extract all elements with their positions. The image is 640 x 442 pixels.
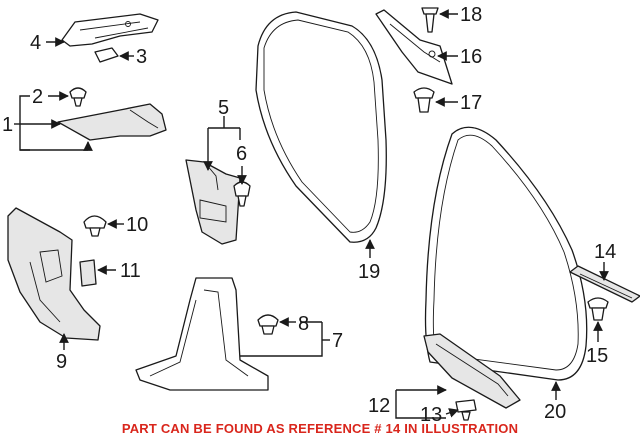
- callout-8: 8: [298, 313, 309, 335]
- part-3-clip: [94, 47, 119, 63]
- part-15-clip: [587, 297, 609, 321]
- callout-1: 1: [2, 114, 13, 136]
- callout-6: 6: [236, 143, 247, 165]
- part-16-bracket: [375, 9, 453, 85]
- part-1-pillar-trim: [57, 103, 167, 141]
- callout-20: 20: [544, 401, 566, 423]
- callout-18: 18: [460, 4, 482, 26]
- part-7-pillar-trim: [135, 277, 269, 391]
- callout-5: 5: [218, 97, 229, 119]
- callout-13: 13: [420, 404, 442, 426]
- reference-note: PART CAN BE FOUND AS REFERENCE # 14 IN I…: [121, 421, 519, 436]
- part-5-pillar-cover: [185, 159, 241, 245]
- part-14-trim-strip: [569, 265, 640, 303]
- callout-14: 14: [594, 241, 616, 263]
- callout-2: 2: [32, 86, 43, 108]
- leader-lines: [14, 9, 609, 419]
- callout-10: 10: [126, 214, 148, 236]
- callout-15: 15: [586, 345, 608, 367]
- part-9-kick-panel: [7, 207, 101, 341]
- callout-4: 4: [30, 32, 41, 54]
- callout-19: 19: [358, 261, 380, 283]
- part-4-trim-bracket: [61, 13, 159, 47]
- callout-7: 7: [332, 330, 343, 352]
- callout-16: 16: [460, 46, 482, 68]
- part-12-sill-plate: [423, 333, 521, 409]
- callout-12: 12: [368, 395, 390, 417]
- callout-11: 11: [120, 260, 141, 282]
- part-19-door-seal: [255, 11, 387, 243]
- callout-3: 3: [136, 46, 147, 68]
- callout-labels: 1 2 3 4 5 6 7 8 9 10 11 12 13 14 15 16 1…: [2, 4, 616, 426]
- part-11-clip: [79, 259, 97, 287]
- part-10-clip: [83, 215, 107, 237]
- part-6-clip: [233, 181, 251, 207]
- part-18-screw: [421, 7, 439, 33]
- part-8-clip: [257, 314, 279, 335]
- part-20-door-seal: [424, 126, 588, 381]
- part-2-push-clip: [69, 87, 87, 107]
- callout-17: 17: [460, 92, 482, 114]
- part-13-clip: [455, 399, 477, 421]
- callout-9: 9: [56, 351, 67, 373]
- part-17-clip: [413, 87, 435, 113]
